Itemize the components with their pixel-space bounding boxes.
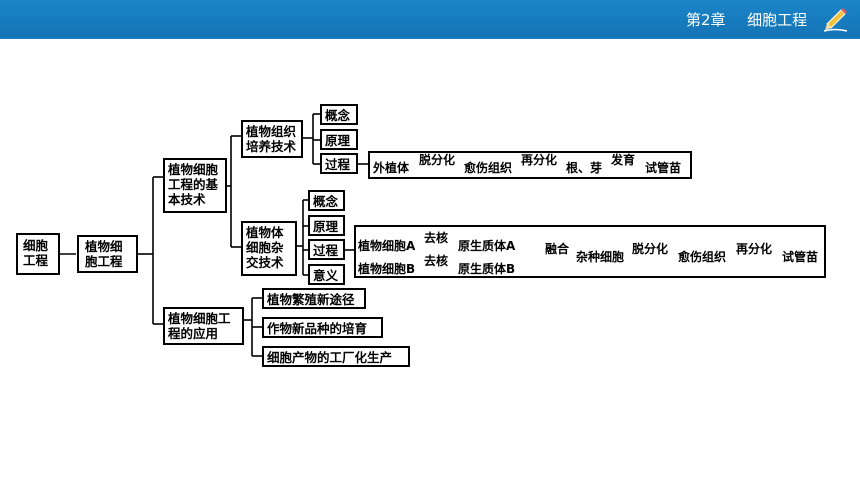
node-application: 植物细胞工程的应用 <box>163 307 244 345</box>
hy-flow-cell-b: 植物细胞B <box>358 262 416 276</box>
tc-flow-box <box>368 151 692 179</box>
hy-flow-step-fusion: 融合 <box>545 242 570 256</box>
hy-item-process: 过程 <box>308 239 345 260</box>
chapter-title: 第2章 细胞工程 <box>686 9 807 30</box>
node-somatic-hybridization: 植物体细胞杂交技术 <box>241 221 297 276</box>
app-factory-production: 细胞产物的工厂化生产 <box>262 346 410 367</box>
tc-item-principle: 原理 <box>320 129 358 150</box>
tc-flow-step-dedifferentiation: 脱分化 <box>419 153 456 167</box>
tc-flow-step-development: 发育 <box>611 153 636 167</box>
hy-flow-plantlet: 试管苗 <box>782 250 819 264</box>
node-root: 细胞工程 <box>16 233 60 275</box>
pencil-icon <box>823 8 848 32</box>
hy-item-significance: 意义 <box>308 264 345 285</box>
hy-flow-step-dedifferentiation: 脱分化 <box>632 242 669 256</box>
header-bar <box>0 0 860 37</box>
tc-item-concept: 概念 <box>320 104 358 125</box>
hy-flow-protoplast-a: 原生质体A <box>458 239 516 253</box>
chapter-name: 细胞工程 <box>747 11 808 29</box>
tc-flow-explant: 外植体 <box>373 161 410 175</box>
hy-flow-cell-a: 植物细胞A <box>358 239 416 253</box>
hy-flow-protoplast-b: 原生质体B <box>458 262 516 276</box>
tc-flow-callus: 愈伤组织 <box>464 161 513 175</box>
hy-flow-step-redifferentiation: 再分化 <box>736 242 773 256</box>
tc-flow-roots-buds: 根、芽 <box>566 161 603 175</box>
hy-flow-callus: 愈伤组织 <box>678 250 727 264</box>
tc-item-process: 过程 <box>320 153 358 174</box>
app-new-varieties: 作物新品种的培育 <box>262 317 383 338</box>
tc-flow-step-redifferentiation: 再分化 <box>521 153 558 167</box>
chapter-number: 第2章 <box>686 11 726 29</box>
hy-flow-hybrid-cell: 杂种细胞 <box>576 250 625 264</box>
header-divider <box>0 37 860 39</box>
app-new-propagation: 植物繁殖新途径 <box>262 288 366 309</box>
hy-item-principle: 原理 <box>308 215 345 236</box>
hy-item-concept: 概念 <box>308 190 345 211</box>
node-plant-cell-engineering: 植物细胞工程 <box>77 235 138 273</box>
hy-flow-box <box>354 225 826 278</box>
tc-flow-plantlet: 试管苗 <box>645 161 682 175</box>
hy-flow-step-remove-b: 去核 <box>424 254 449 268</box>
node-tissue-culture: 植物组织培养技术 <box>241 120 303 158</box>
node-basic-techniques: 植物细胞工程的基本技术 <box>163 158 227 213</box>
hy-flow-step-remove-a: 去核 <box>424 231 449 245</box>
